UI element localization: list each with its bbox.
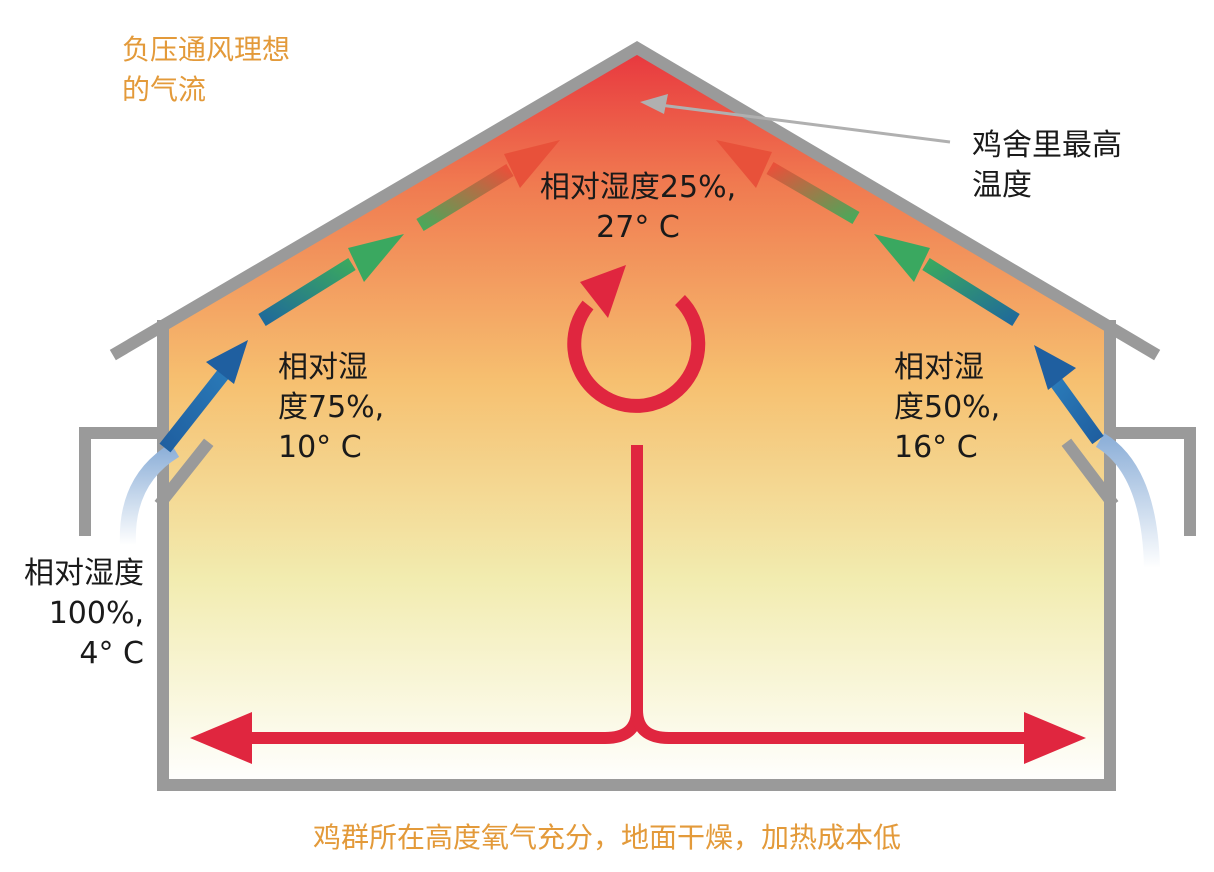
peak-callout-label: 鸡舍里最高 温度 xyxy=(972,126,1122,206)
outside-line2: 100%, xyxy=(48,596,144,631)
left-wall-line2: 度75%, xyxy=(278,390,385,425)
right-arrow-3 xyxy=(766,161,860,225)
left-airflow-arrows xyxy=(159,140,560,453)
floor-arrow-left-head xyxy=(190,712,252,764)
right-wall-line2: 度50%, xyxy=(894,390,1001,425)
diagram-title: 负压通风理想 的气流 xyxy=(122,30,290,110)
left-arrow-1 xyxy=(159,363,234,453)
right-wall-zone-label: 相对湿 度50%, 16° C xyxy=(894,348,1000,468)
floor-arrow-right-head xyxy=(1024,712,1086,764)
peak-callout-line xyxy=(659,103,951,144)
left-wall-line3: 10° C xyxy=(278,430,362,465)
outside-line1: 相对湿度 xyxy=(24,556,144,591)
peak-callout-line1: 鸡舍里最高 xyxy=(972,128,1122,163)
right-arrow-2 xyxy=(922,258,1020,326)
diagram-title-line1: 负压通风理想 xyxy=(122,33,291,66)
left-arrow-3 xyxy=(416,164,514,231)
right-inlet-airflow xyxy=(1095,433,1160,569)
left-inlet-airflow xyxy=(119,443,180,546)
peak-callout-arrowhead xyxy=(640,94,668,114)
left-arrow-3-head xyxy=(504,140,560,188)
peak-zone-humidity: 相对湿度25%, xyxy=(539,170,737,205)
left-wall-line1: 相对湿 xyxy=(278,350,368,385)
right-arrow-2-head xyxy=(874,234,930,282)
peak-zone-label: 相对湿度25%, 27° C xyxy=(528,168,748,248)
left-arrow-1-head xyxy=(206,340,248,384)
right-arrow-1-head xyxy=(1034,345,1076,390)
floor-distribution-arrow xyxy=(250,445,1030,744)
diagram-title-line2: 的气流 xyxy=(122,73,207,106)
outside-zone-label: 相对湿度 100%, 4° C xyxy=(4,554,144,674)
peak-zone-temperature: 27° C xyxy=(596,210,680,245)
right-arrow-1 xyxy=(1050,377,1104,445)
footer-caption: 鸡群所在高度氧气充分，地面干燥，加热成本低 xyxy=(312,821,901,854)
right-wall-line1: 相对湿 xyxy=(894,350,984,385)
left-wall-zone-label: 相对湿 度75%, 10° C xyxy=(278,348,384,468)
right-arrow-3-head xyxy=(716,140,772,188)
peak-callout-line2: 温度 xyxy=(972,168,1032,203)
right-airflow-arrows xyxy=(716,140,1104,445)
left-arrow-2-head xyxy=(348,234,404,282)
outside-line3: 4° C xyxy=(79,636,144,671)
house-outline xyxy=(79,41,1196,791)
right-wall-line3: 16° C xyxy=(894,430,978,465)
left-arrow-2 xyxy=(258,258,356,326)
circulation-arrow xyxy=(567,265,706,413)
